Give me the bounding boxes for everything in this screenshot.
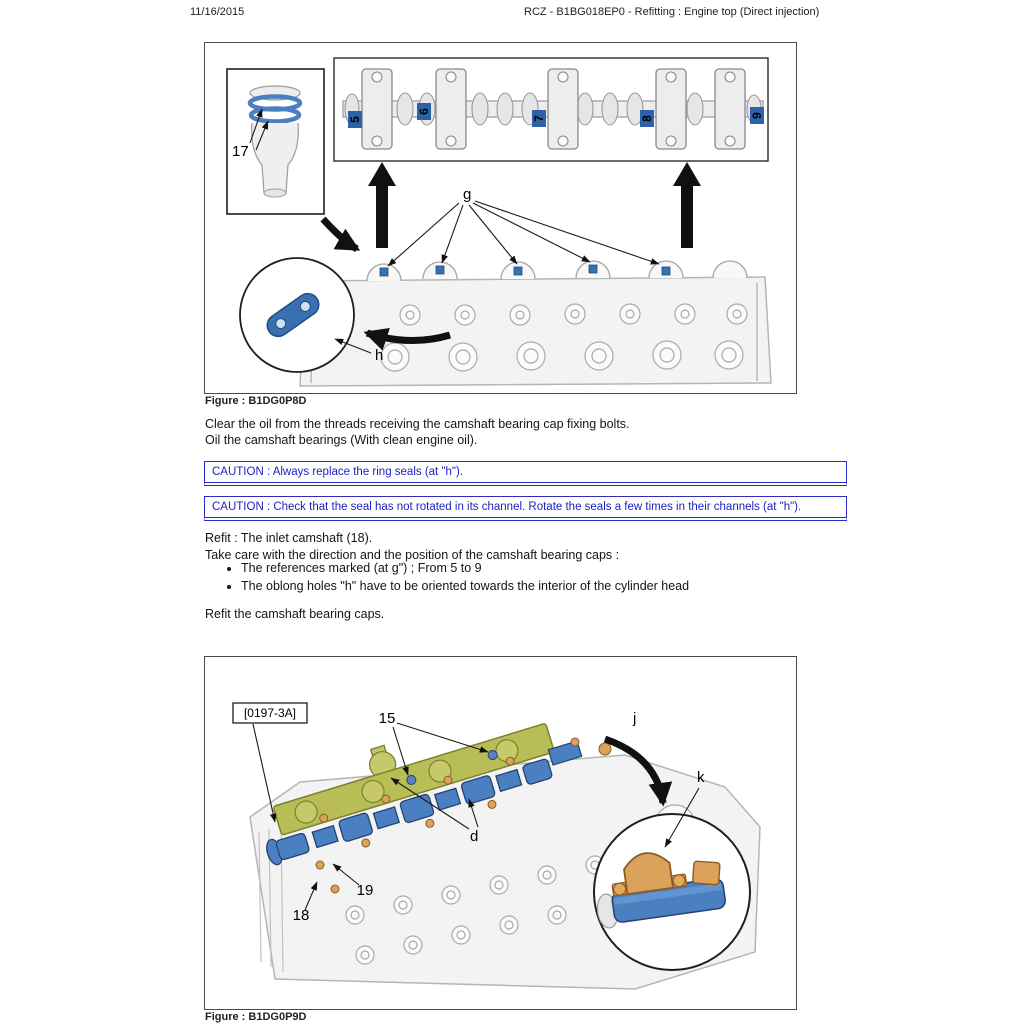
rail-bolt xyxy=(487,750,498,761)
camshaft-bearing-cap xyxy=(623,852,675,896)
cylinder-head-art xyxy=(299,260,772,387)
ring-seal-lower xyxy=(248,106,302,124)
ring-seal-inset: 17 xyxy=(226,68,325,215)
label-18: 18 xyxy=(293,907,310,924)
bullet-oblong-holes: The oblong holes "h" have to be oriented… xyxy=(241,579,689,593)
label-17: 17 xyxy=(232,143,249,160)
rail-bolt xyxy=(406,774,417,785)
label-ref-0197-3A: [0197-3A] xyxy=(244,706,296,720)
header-date: 11/16/2015 xyxy=(190,6,245,18)
label-19: 19 xyxy=(357,882,374,899)
label-j: j xyxy=(632,710,636,727)
header-doc-title: RCZ - B1BG018EP0 - Refitting : Engine to… xyxy=(524,6,820,18)
figure-2: [0197-3A] 15 j k d 19 18 xyxy=(204,656,797,1010)
g-pointer-lines xyxy=(387,200,660,267)
label-k: k xyxy=(697,769,705,786)
caution-box-ring-seals: CAUTION : Always replace the ring seals … xyxy=(204,461,847,486)
camshaft-bolts xyxy=(319,756,515,848)
cap-number-7: 7 xyxy=(532,110,546,127)
oblong-hole-inset: h xyxy=(239,257,383,373)
bearing-cap-inset xyxy=(593,813,751,971)
figure-1: 5 6 7 8 9 g xyxy=(204,42,797,394)
paragraph-take-care: Take care with the direction and the pos… xyxy=(205,548,620,562)
caution-box-seal-rotation: CAUTION : Check that the seal has not ro… xyxy=(204,496,847,521)
svg-text:6: 6 xyxy=(417,108,431,115)
label-g: g xyxy=(463,186,471,203)
paragraph-refit-inlet-camshaft: Refit : The inlet camshaft (18). xyxy=(205,531,373,545)
cap-number-5: 5 xyxy=(348,111,362,128)
cap-number-6: 6 xyxy=(417,103,431,120)
figure-1-caption: Figure : B1DG0P8D xyxy=(205,395,307,407)
cap-number-9: 9 xyxy=(750,107,764,124)
cap-number-8: 8 xyxy=(640,110,654,127)
label-15: 15 xyxy=(379,710,396,727)
paragraph-refit-caps: Refit the camshaft bearing caps. xyxy=(205,607,385,621)
bullet-list: The references marked (at g") ; From 5 t… xyxy=(226,561,689,597)
paragraph-clear-oil: Clear the oil from the threads receiving… xyxy=(205,417,630,431)
figure-2-labels: [0197-3A] 15 j k d 19 18 xyxy=(232,702,705,924)
bold-curved-arrow-j xyxy=(603,735,673,807)
svg-text:9: 9 xyxy=(750,112,764,119)
up-arrow-icon xyxy=(368,162,701,248)
g-reference-marks xyxy=(379,264,671,277)
svg-text:8: 8 xyxy=(640,115,654,122)
svg-text:5: 5 xyxy=(348,116,362,123)
paragraph-oil-bearings: Oil the camshaft bearings (With clean en… xyxy=(205,433,478,447)
svg-text:7: 7 xyxy=(532,115,546,122)
label-d: d xyxy=(470,828,478,845)
bold-curved-arrow-left xyxy=(320,216,361,253)
figure-2-diagram: [0197-3A] 15 j k d 19 18 xyxy=(232,702,761,990)
label-h: h xyxy=(375,347,383,364)
inlet-camshaft xyxy=(266,758,553,866)
figure-1-diagram: 5 6 7 8 9 g xyxy=(226,57,772,387)
bold-curved-arrow-to-inset xyxy=(363,327,452,351)
bearing-cap-strip: 5 6 7 8 9 xyxy=(333,57,769,162)
figure-2-caption: Figure : B1DG0P9D xyxy=(205,1011,307,1023)
bullet-references-marked: The references marked (at g") ; From 5 t… xyxy=(241,561,689,575)
